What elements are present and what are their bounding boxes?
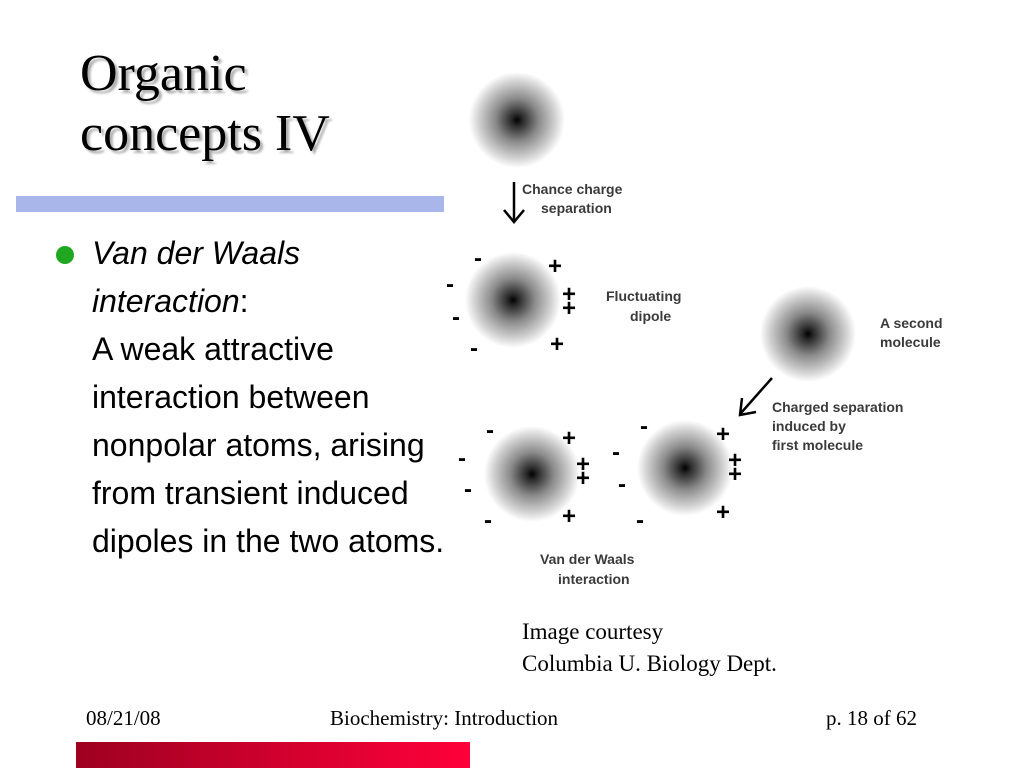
- bullet-dot-icon: [56, 246, 74, 264]
- minus-sign-11: -: [618, 471, 626, 498]
- label-second-line-2: molecule: [880, 334, 941, 350]
- plus-sign-4: +: [550, 331, 564, 358]
- van-der-waals-figure: Chance charge separation - - - - + + + +…: [446, 72, 943, 587]
- minus-sign-10: -: [612, 439, 620, 466]
- minus-sign-4: -: [470, 335, 478, 362]
- label-vdw-line-2: interaction: [558, 571, 630, 587]
- minus-sign-2: -: [446, 271, 454, 298]
- caption-line-1: Image courtesy: [522, 619, 664, 644]
- bottom-accent-bar: [76, 742, 470, 768]
- plus-sign-5: +: [562, 425, 576, 452]
- atom-pair-right: [637, 420, 733, 516]
- minus-sign-6: -: [458, 445, 466, 472]
- title-underline-bar: [16, 196, 444, 212]
- svg-text:Charged separation: Charged separation: [772, 399, 903, 415]
- label-induced-line-2: induced by: [772, 418, 846, 434]
- diagonal-arrow-icon: [738, 377, 773, 417]
- svg-text:induced by: induced by: [772, 418, 846, 434]
- down-arrow-icon: [503, 182, 525, 224]
- plus-sign-11: +: [728, 461, 742, 488]
- svg-text:first molecule: first molecule: [772, 437, 863, 453]
- atom-pair-left: [484, 426, 580, 522]
- svg-text:interaction: interaction: [558, 571, 630, 587]
- title-line-1: Organic: [80, 45, 247, 102]
- label-induced-line-1: Charged separation: [772, 399, 903, 415]
- minus-sign-1: -: [474, 245, 482, 272]
- plus-sign-7: +: [576, 465, 590, 492]
- label-vdw-line-1: Van der Waals: [540, 551, 635, 567]
- bullet-colon: :: [239, 283, 249, 319]
- plus-sign-1: +: [548, 253, 562, 280]
- plus-sign-2: +: [562, 281, 576, 308]
- plus-sign-6: +: [576, 451, 590, 478]
- plus-sign-12: +: [716, 499, 730, 526]
- svg-text:dipole: dipole: [630, 308, 671, 324]
- svg-text:Fluctuating: Fluctuating: [606, 288, 681, 304]
- atom-single: [469, 72, 565, 168]
- svg-text:molecule: molecule: [880, 334, 941, 350]
- bullet-term: Van der Waals interaction: [92, 235, 301, 319]
- svg-text:A second: A second: [880, 315, 943, 331]
- label-chance-line-1: Chance charge: [522, 181, 623, 197]
- bullet-text: Van der Waals interaction: A weak attrac…: [92, 229, 452, 565]
- plus-sign-3: +: [562, 295, 576, 322]
- image-caption: Image courtesy Columbia U. Biology Dept.: [522, 616, 777, 680]
- footer-title: Biochemistry: Introduction: [330, 706, 559, 730]
- label-second-line-1: A second: [880, 315, 943, 331]
- plus-sign-8: +: [562, 503, 576, 530]
- minus-sign-9: -: [640, 413, 648, 440]
- minus-sign-7: -: [464, 476, 472, 503]
- bullet-definition: A weak attractive interaction between no…: [92, 331, 445, 559]
- minus-sign-8: -: [484, 507, 492, 534]
- atom-second: [760, 286, 856, 382]
- minus-sign-3: -: [452, 304, 460, 331]
- plus-sign-10: +: [728, 447, 742, 474]
- plus-sign-9: +: [716, 421, 730, 448]
- label-fluct-line-1: Fluctuating: [606, 288, 681, 304]
- minus-sign-5: -: [486, 417, 494, 444]
- svg-text:Chance charge: Chance charge: [522, 181, 623, 197]
- label-fluct-line-2: dipole: [630, 308, 671, 324]
- label-induced-line-3: first molecule: [772, 437, 863, 453]
- atom-fluctuating: [465, 252, 561, 348]
- title-line-2: concepts IV: [80, 105, 330, 162]
- slide-title: Organic concepts IV: [80, 44, 330, 164]
- minus-sign-12: -: [636, 507, 644, 534]
- svg-text:separation: separation: [541, 200, 612, 216]
- svg-text:Van der Waals: Van der Waals: [540, 551, 635, 567]
- caption-line-2: Columbia U. Biology Dept.: [522, 651, 777, 676]
- footer-date: 08/21/08: [86, 706, 161, 730]
- footer-page-number: p. 18 of 62: [826, 706, 917, 730]
- label-chance-line-2: separation: [541, 200, 612, 216]
